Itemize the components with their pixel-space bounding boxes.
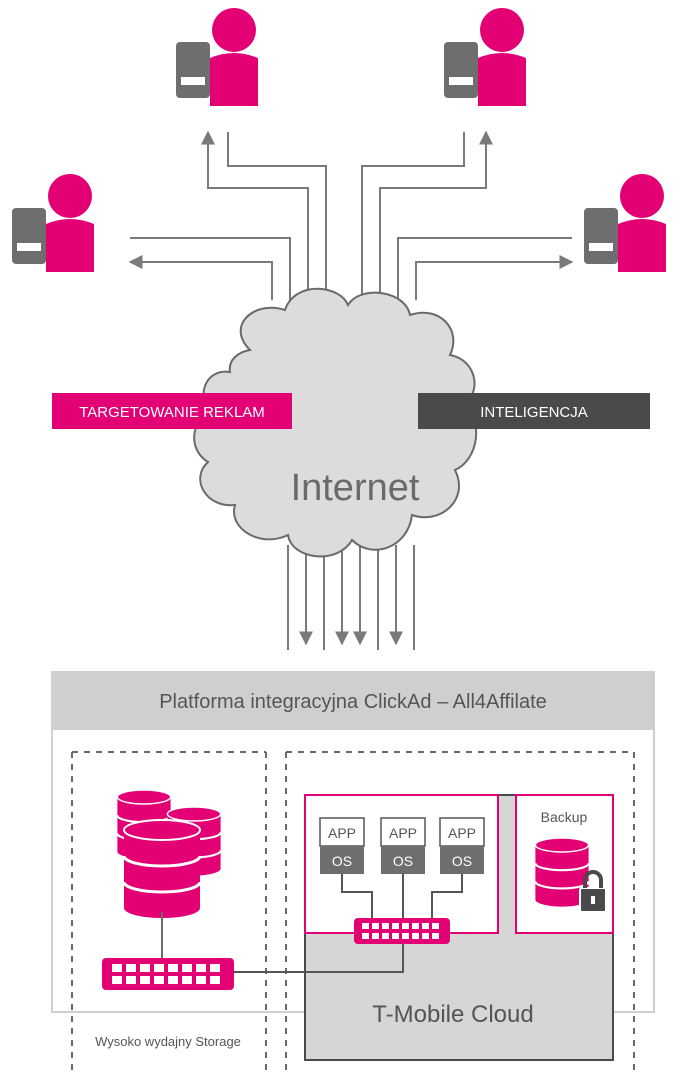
- badge-targeting-label: TARGETOWANIE REKLAM: [79, 404, 265, 421]
- vm-2: APP OS: [380, 817, 426, 874]
- vm-3-os: OS: [452, 853, 472, 869]
- badge-targeting: [52, 393, 292, 429]
- vm-3: APP OS: [439, 817, 485, 874]
- user-top-right: [444, 8, 526, 106]
- connection-lines-bottom: [287, 545, 415, 650]
- user-workstation-icon: [444, 8, 526, 106]
- cloud-zone: [285, 751, 635, 1073]
- vm-1-os: OS: [332, 853, 352, 869]
- user-workstation-icon: [12, 174, 94, 272]
- cloud-label: Internet: [291, 467, 420, 509]
- vm-2-os: OS: [393, 853, 413, 869]
- user-mid-right: [584, 174, 666, 272]
- user-workstation-icon: [176, 8, 258, 106]
- platform-title: Platforma integracyjna ClickAd – All4Aff…: [159, 691, 547, 713]
- t-cloud-label: T-Mobile Cloud: [372, 1001, 533, 1028]
- storage-label: Wysoko wydajny Storage: [95, 1034, 241, 1049]
- vm-2-app: APP: [389, 825, 417, 841]
- vm-1-app: APP: [328, 825, 356, 841]
- vm-3-app: APP: [448, 825, 476, 841]
- badge-intelligence: [418, 393, 650, 429]
- storage-switch-icon: [102, 958, 234, 990]
- connection-lines-top: [128, 130, 574, 300]
- vm-connectors: [234, 874, 463, 973]
- network-switch-icon: [354, 918, 450, 944]
- vm-1: APP OS: [319, 817, 365, 874]
- storage-zone: [71, 751, 267, 1073]
- badge-intelligence-label: INTELIGENCJA: [480, 404, 588, 421]
- user-top-left: [176, 8, 258, 106]
- cloud-icon: [193, 287, 478, 558]
- user-mid-left: [12, 174, 94, 272]
- locked-database-icon: [534, 836, 607, 913]
- backup-label: Backup: [541, 809, 588, 825]
- user-workstation-icon: [584, 174, 666, 272]
